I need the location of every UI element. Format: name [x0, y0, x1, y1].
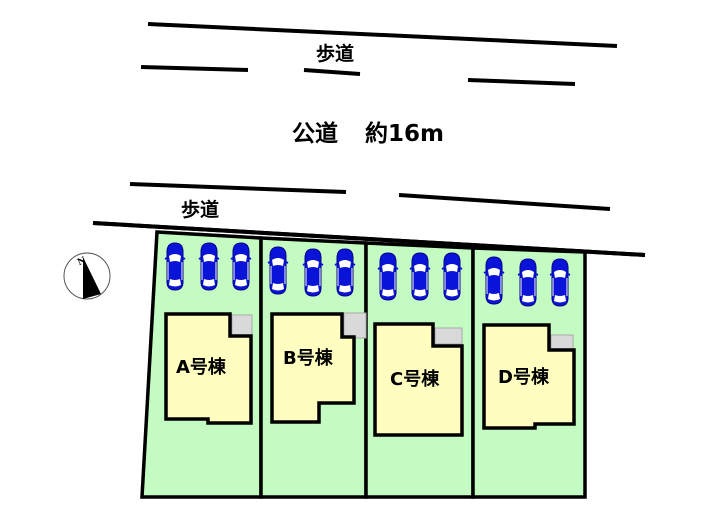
parking-lot-d [483, 256, 571, 307]
car-icon [334, 248, 356, 297]
house-d-label: D号棟 [498, 366, 550, 388]
compass-icon: N [63, 252, 111, 300]
car-icon [267, 246, 289, 295]
house-d[interactable]: D号棟 [482, 323, 576, 430]
car-icon [517, 258, 539, 307]
car-icon [164, 242, 186, 291]
car-icon [483, 256, 505, 305]
car-icon [549, 258, 571, 307]
house-a-label: A号棟 [176, 356, 227, 378]
car-icon [377, 252, 399, 301]
sidewalk-top-label: 歩道 [316, 42, 354, 65]
public-road-label: 公道 [292, 120, 338, 147]
house-b[interactable]: B号棟 [270, 312, 367, 424]
car-icon [302, 248, 324, 297]
road-width-label: 約16m [365, 120, 444, 147]
house-b-label: B号棟 [283, 347, 334, 369]
car-icon [441, 252, 463, 301]
house-c-label: C号棟 [390, 368, 440, 390]
north-label: N [76, 255, 88, 268]
car-icon [230, 242, 252, 291]
sidewalk-bottom-label: 歩道 [181, 198, 219, 221]
house-c[interactable]: C号棟 [373, 322, 464, 437]
parking-lot-b [267, 246, 356, 297]
parking-lot-c [377, 252, 463, 301]
car-icon [409, 252, 431, 301]
house-a[interactable]: A号棟 [164, 312, 253, 425]
car-icon [198, 242, 220, 291]
parking-lot-a [164, 242, 252, 291]
